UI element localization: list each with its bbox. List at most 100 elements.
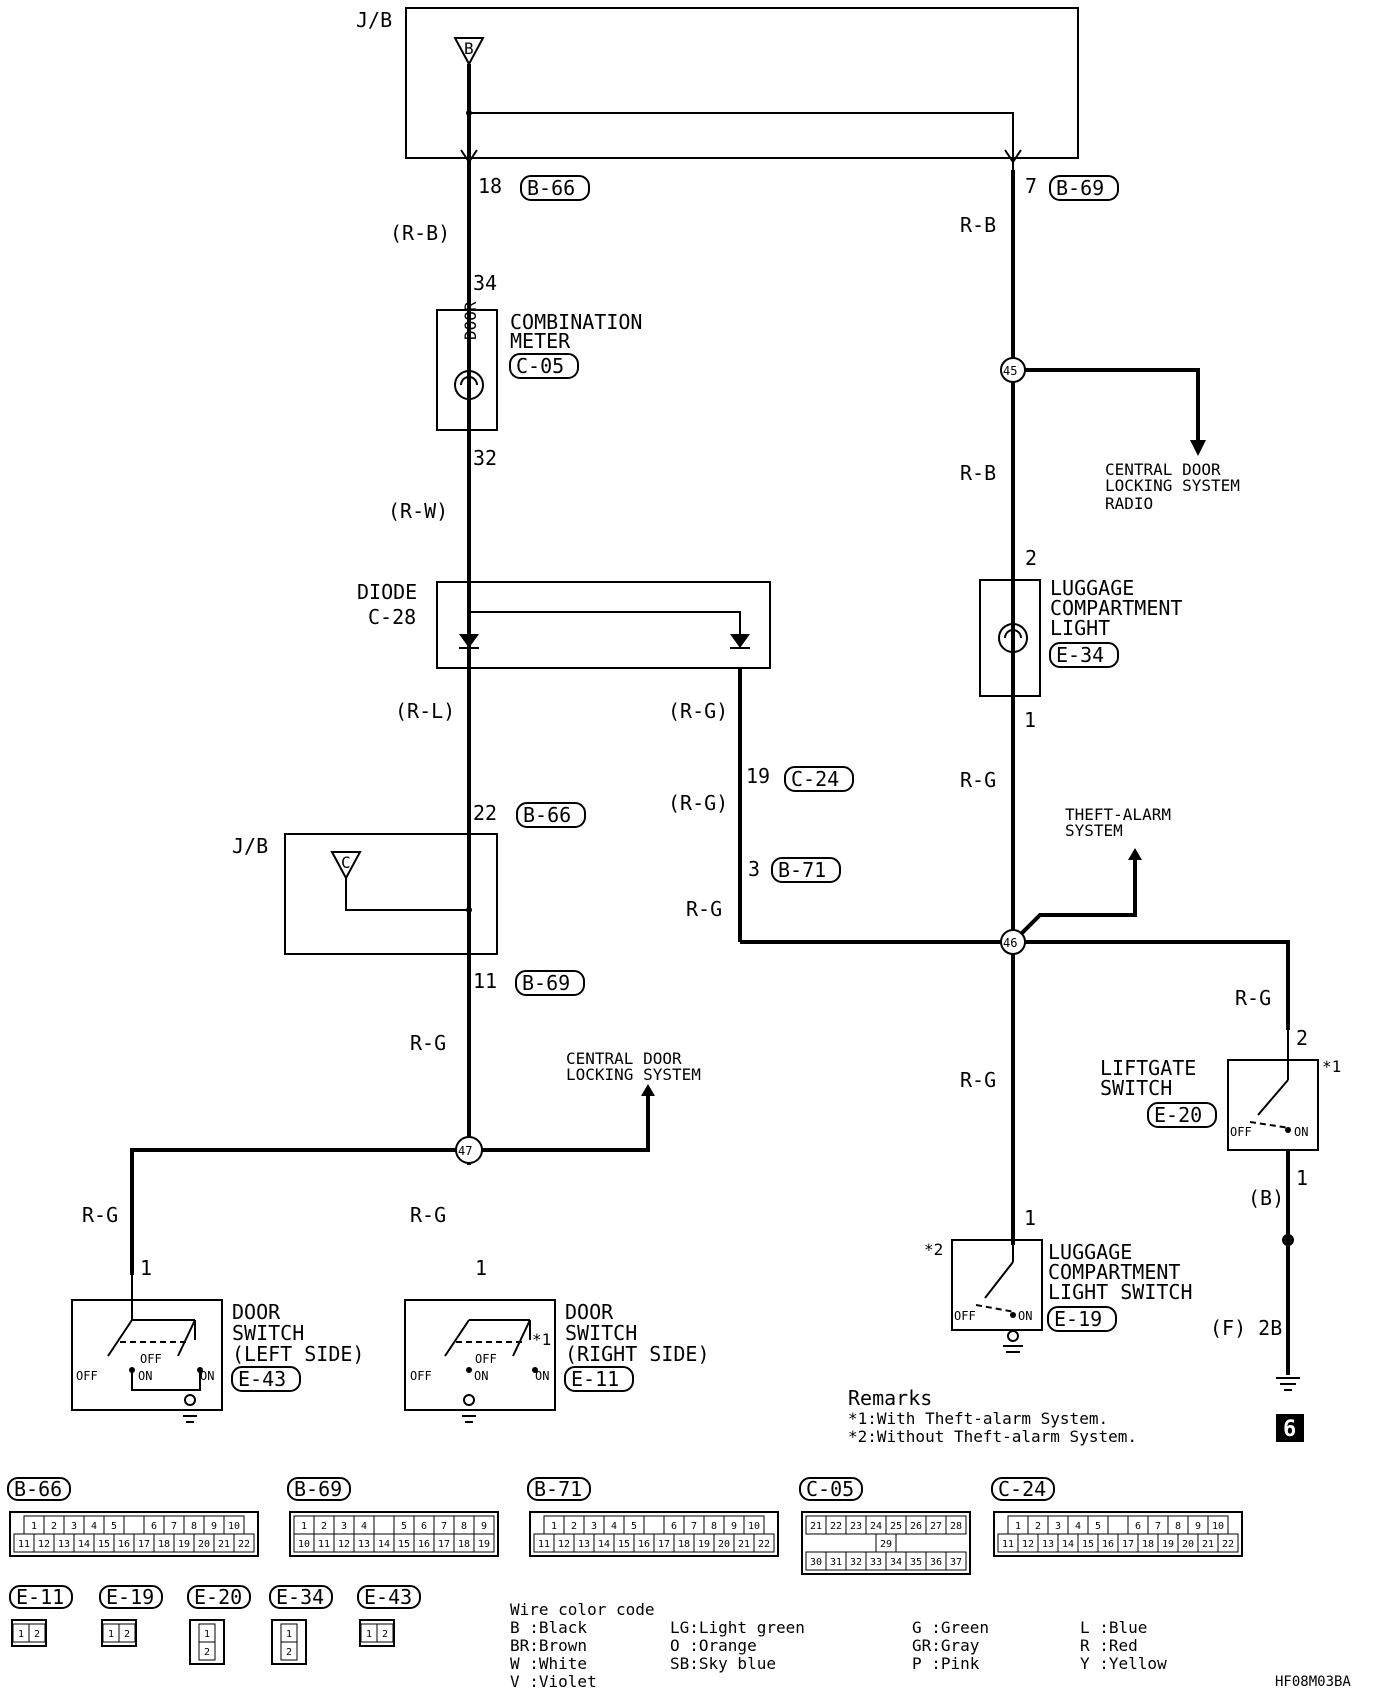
wcc-title: Wire color code: [510, 1600, 655, 1619]
dsr-on: ON: [474, 1369, 488, 1383]
bulb-icon: [998, 623, 1028, 653]
connector-pin-number: 12: [338, 1539, 350, 1550]
connector-pin-number: 18: [678, 1539, 690, 1550]
cdl2-1: CENTRAL DOOR: [566, 1049, 682, 1068]
connector-pin-number: 4: [611, 1521, 617, 1532]
connector-tag: [509, 353, 579, 379]
wire-rb-2: R-B: [960, 461, 996, 485]
connector-pin-number: 12: [558, 1539, 570, 1550]
connector-pin-number: 1: [551, 1521, 557, 1532]
connector-view-name: C-24: [998, 1477, 1046, 1501]
pin-34: 34: [473, 271, 497, 295]
connector-pin-number: 4: [1075, 1521, 1081, 1532]
connector-view-name: E-19: [106, 1585, 154, 1609]
connector-pin-number: 1: [1015, 1521, 1021, 1532]
connector-pin-number: 21: [810, 1521, 822, 1532]
connector-pin: [1107, 1515, 1129, 1535]
wire-rg-g: R-G: [960, 1068, 996, 1092]
junction-47: [455, 1136, 483, 1164]
connector-pin-number: 14: [598, 1539, 610, 1550]
pin-32: 32: [473, 446, 497, 470]
connector-body: [271, 1619, 307, 1665]
pin-1-lift: 1: [1296, 1166, 1308, 1190]
conn-b69-b: B-69: [522, 971, 570, 995]
dsr-1: DOOR: [565, 1300, 614, 1324]
ground-f: (F) 2B: [1210, 1316, 1282, 1340]
connector-pin-number: 16: [638, 1539, 650, 1550]
connector-pin-number: 17: [138, 1539, 150, 1550]
connector-pin-number: 13: [58, 1539, 70, 1550]
dsl-3: (LEFT SIDE): [232, 1342, 364, 1366]
connector-pin-number: 16: [418, 1539, 430, 1550]
wire-rb-1: R-B: [960, 213, 996, 237]
wire-rg-p1: (R-G): [668, 699, 728, 723]
switch-contact-icon: [512, 1319, 531, 1357]
connector-pin: [373, 1515, 395, 1535]
diode-left-icon: [459, 634, 479, 648]
connector-pin-number: 18: [158, 1539, 170, 1550]
ground-icon: [463, 1394, 475, 1406]
connector-pin-number: 9: [481, 1521, 487, 1532]
connector-pin-number: 16: [118, 1539, 130, 1550]
bulb-filament-icon: [460, 376, 478, 386]
connector-pin-number: 29: [880, 1539, 892, 1550]
dsr-node: [466, 1367, 472, 1373]
switch-contact-icon: [107, 1319, 133, 1357]
connector-body: [993, 1511, 1243, 1557]
connector-pin-number: 19: [1162, 1539, 1174, 1550]
wire-rg-c: R-G: [82, 1203, 118, 1227]
wire-rg-d: R-G: [410, 1203, 446, 1227]
lsw-off: OFF: [954, 1309, 976, 1323]
lift-dash: [1249, 1121, 1291, 1129]
connector-pin-number: 21: [218, 1539, 230, 1550]
conn-b66-a: B-66: [527, 176, 575, 200]
wire-color-entry: L :Blue: [1080, 1618, 1147, 1637]
connector-pin-number: 6: [421, 1521, 427, 1532]
connector-pin: [945, 1551, 967, 1571]
connector-pin-number: 34: [890, 1557, 902, 1568]
connector-pin-number: 22: [758, 1539, 770, 1550]
connector-pin-number: 7: [691, 1521, 697, 1532]
dsl-off2: OFF: [140, 1352, 162, 1366]
dsl-1: DOOR: [232, 1300, 281, 1324]
door-label: DOOR: [461, 301, 480, 340]
wire-rg-p2: (R-G): [668, 791, 728, 815]
connector-pin-number: 1: [366, 1629, 372, 1640]
connector-pin-number: 2: [124, 1629, 130, 1640]
dsr-node: [532, 1367, 538, 1373]
wire-color-entry: SB:Sky blue: [670, 1654, 776, 1673]
connector-body: [801, 1511, 971, 1575]
wire-rg-b: R-G: [410, 1031, 446, 1055]
connector-pin-number: 1: [204, 1629, 210, 1640]
conn-b71: B-71: [778, 858, 826, 882]
connector-pin-number: 7: [441, 1521, 447, 1532]
dsl-on2: ON: [200, 1369, 214, 1383]
connector-pin-number: 10: [298, 1539, 310, 1550]
door-switch-left-box: [71, 1299, 223, 1411]
page-badge-box: [1276, 1414, 1304, 1442]
remark-2: *2:Without Theft-alarm System.: [848, 1427, 1137, 1446]
connector-pin-number: 19: [178, 1539, 190, 1550]
connector-pin-number: 12: [38, 1539, 50, 1550]
connector-pin-number: 10: [748, 1521, 760, 1532]
connector-tag: [516, 802, 586, 828]
conn-b69-a: B-69: [1056, 176, 1104, 200]
fuse-c-icon: [330, 851, 362, 881]
connector-view-name: C-05: [806, 1477, 854, 1501]
pin-22: 22: [473, 801, 497, 825]
diode-right-icon: [730, 634, 750, 648]
connector-pin-number: 10: [228, 1521, 240, 1532]
connector-pin-number: 11: [318, 1539, 330, 1550]
connector-pin-number: 22: [830, 1521, 842, 1532]
connector-pin-number: 24: [870, 1521, 882, 1532]
connector-pin-number: 20: [198, 1539, 210, 1550]
pin-18: 18: [478, 174, 502, 198]
cdl-sys-1: CENTRAL DOOR: [1105, 460, 1221, 479]
junction-46-label: 46: [1003, 936, 1017, 950]
lug-light-1: LUGGAGE: [1050, 576, 1134, 600]
wire-b: (B): [1248, 1186, 1284, 1210]
